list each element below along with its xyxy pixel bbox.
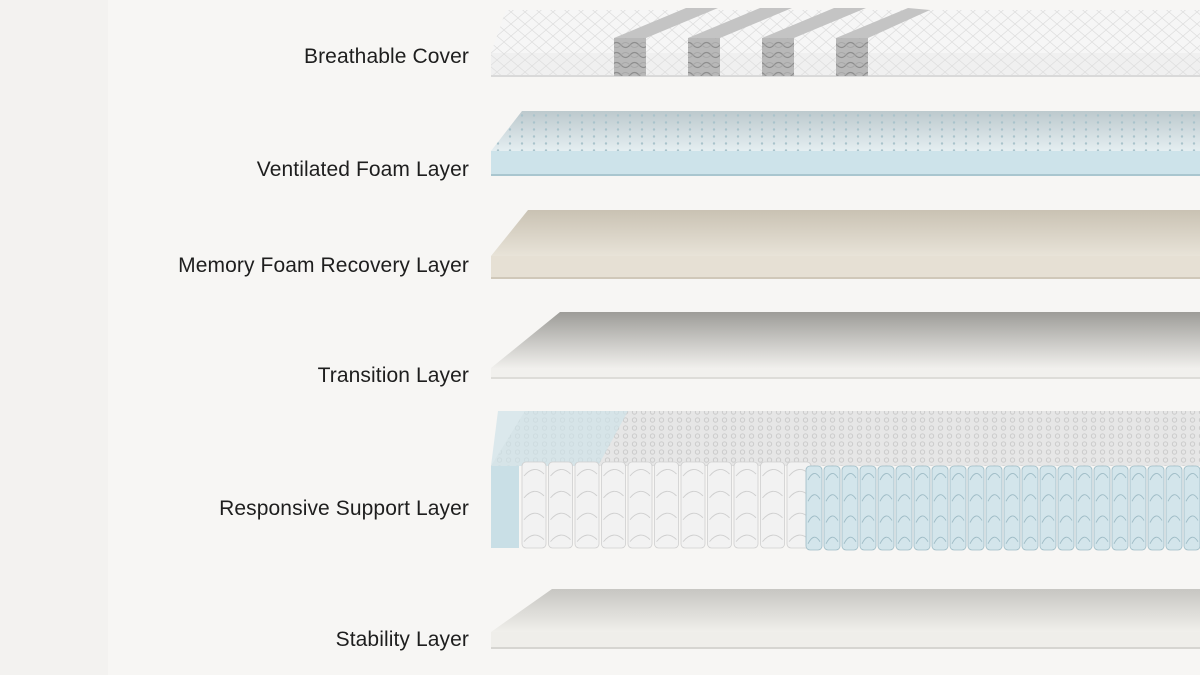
- left-background-band: [0, 0, 108, 675]
- label-memory-foam-recovery-layer: Memory Foam Recovery Layer: [178, 254, 469, 277]
- cover-braid-bands: [614, 8, 930, 76]
- label-ventilated-foam-layer: Ventilated Foam Layer: [256, 158, 469, 181]
- ventilated-foam-layer: [491, 111, 1200, 176]
- blue-coil-row: [805, 465, 1200, 551]
- label-transition-layer: Transition Layer: [317, 364, 469, 387]
- label-breathable-cover: Breathable Cover: [303, 45, 469, 68]
- white-coil-row: [521, 461, 812, 549]
- responsive-support-layer: [491, 411, 1200, 551]
- memory-foam-layer: [491, 210, 1200, 279]
- stability-layer: [491, 589, 1200, 649]
- label-stability-layer: Stability Layer: [335, 628, 469, 651]
- label-responsive-support-layer: Responsive Support Layer: [219, 497, 469, 520]
- cover-layer: [491, 8, 1200, 77]
- transition-layer: [491, 312, 1200, 379]
